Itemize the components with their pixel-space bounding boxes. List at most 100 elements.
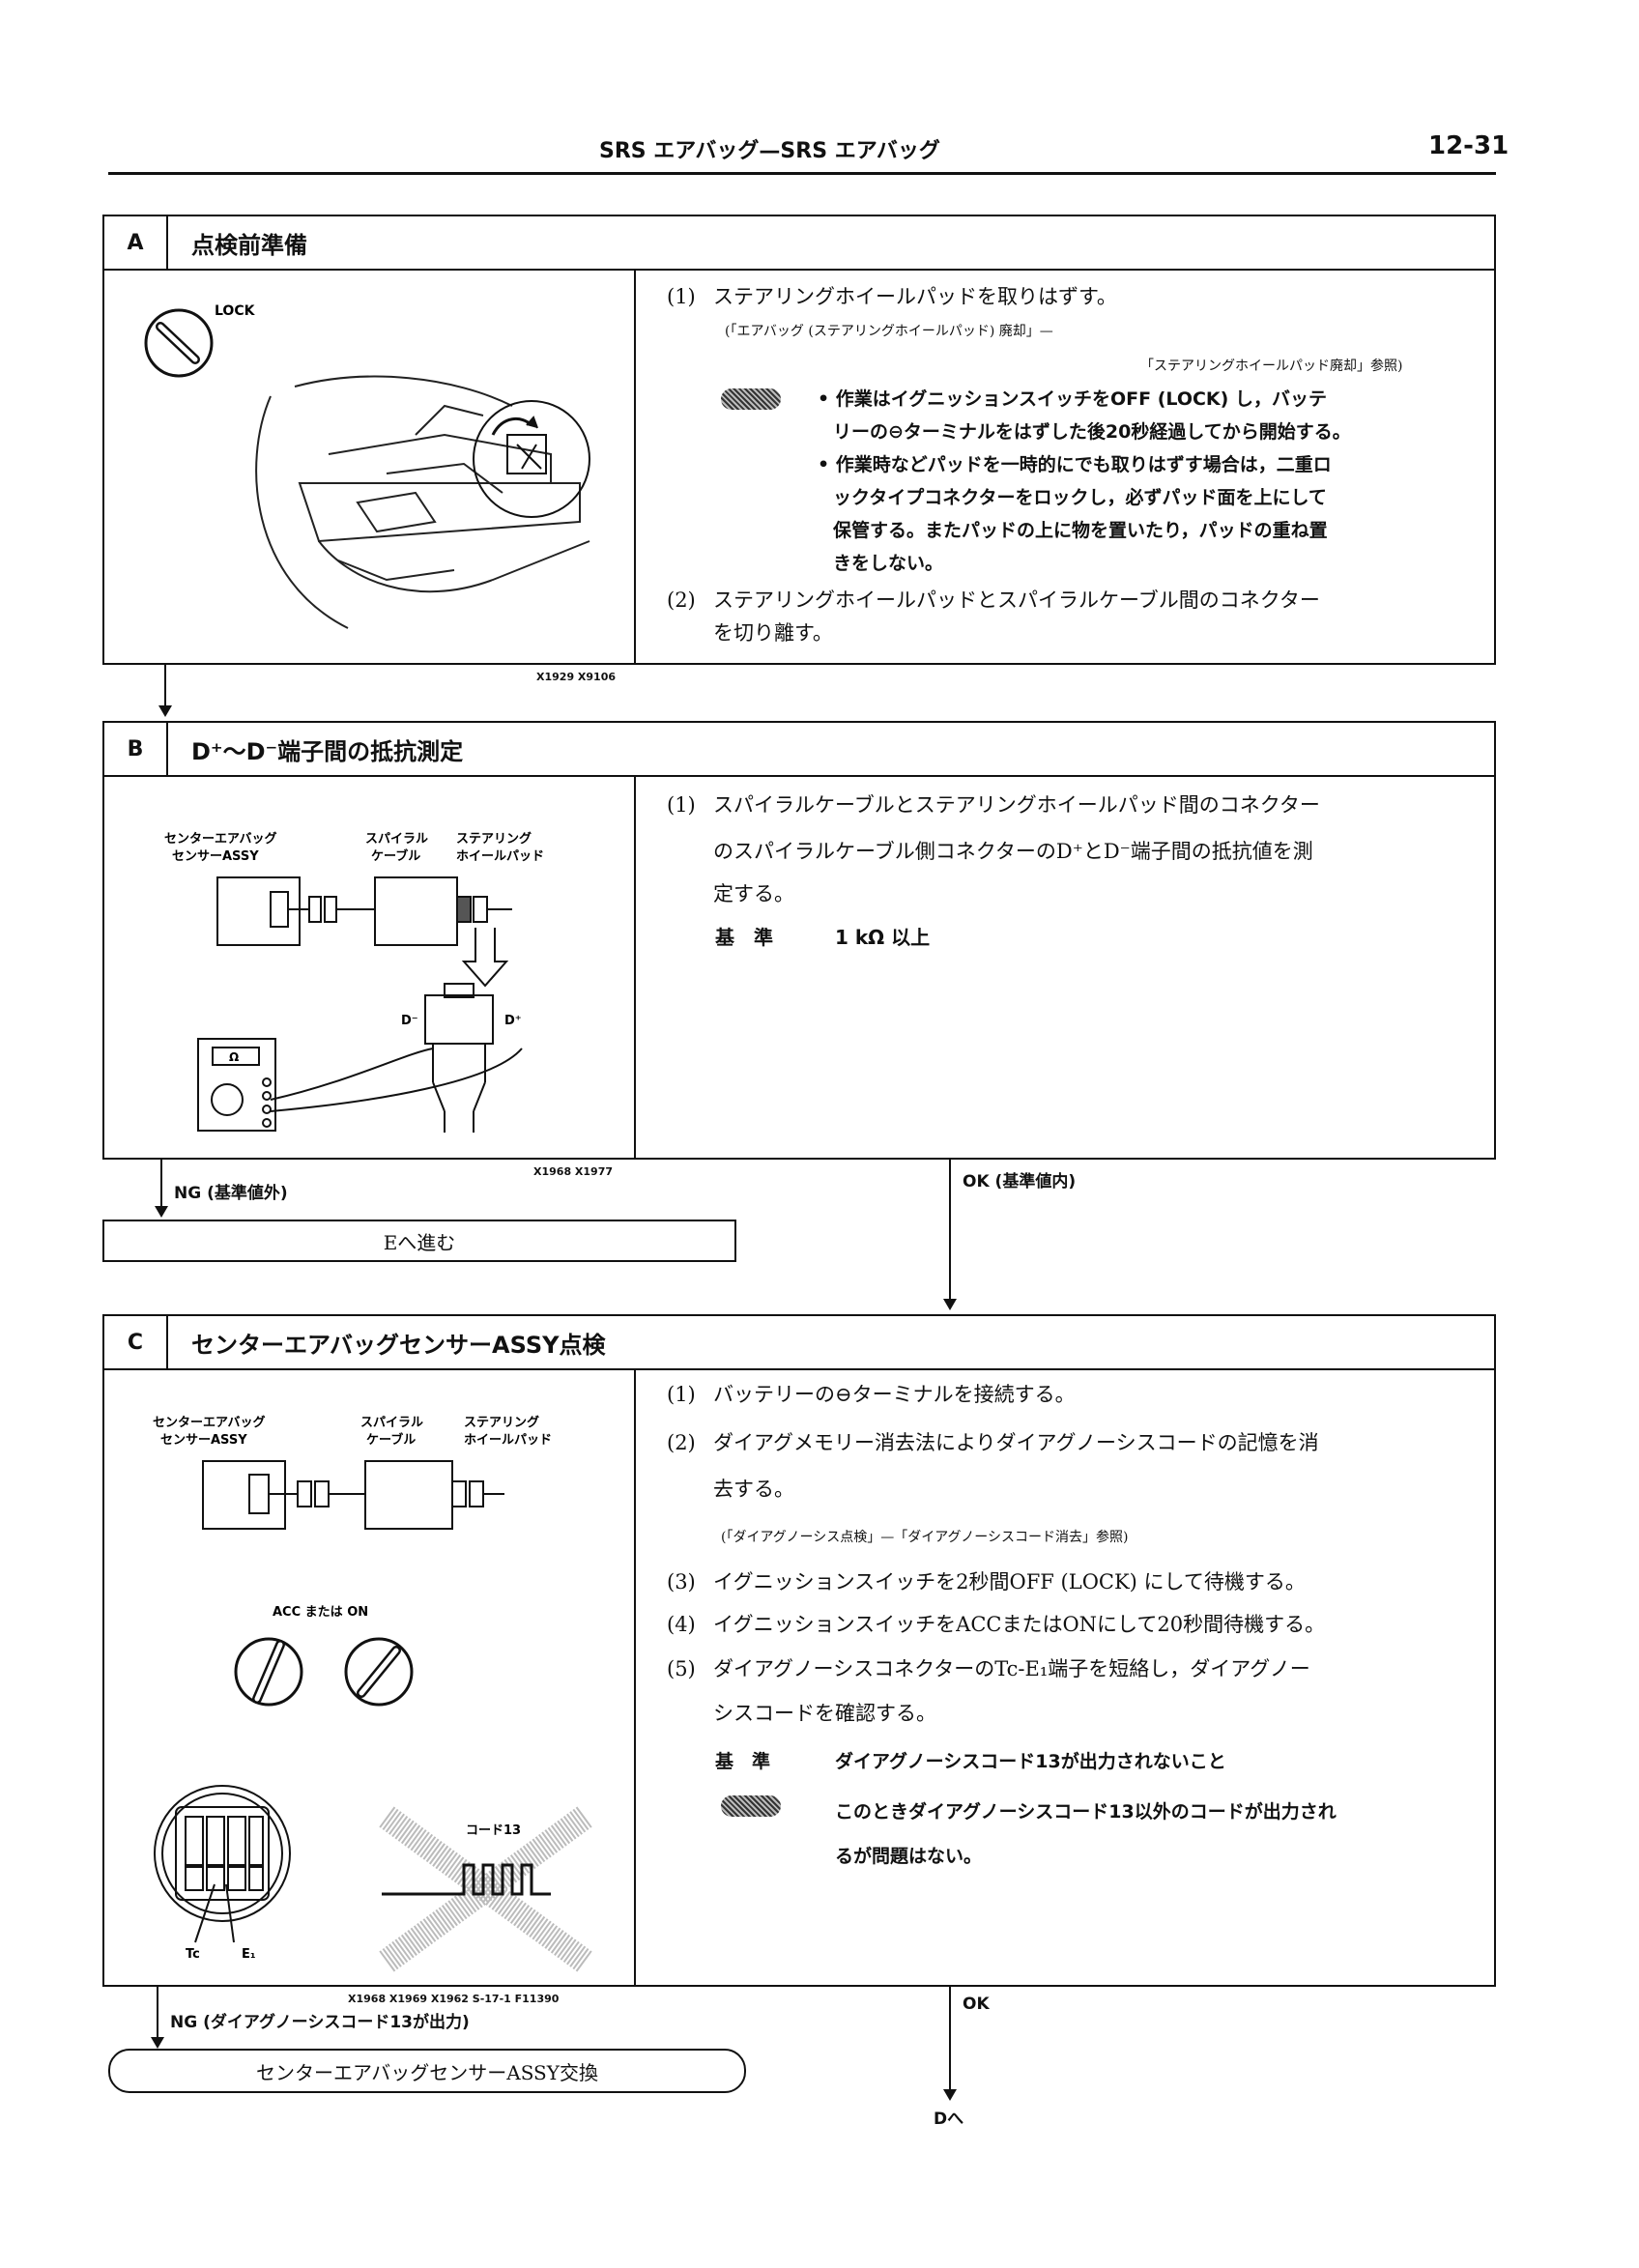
step-text: ステアリングホイールパッドとスパイラルケーブル間のコネクター — [713, 589, 1320, 612]
note-line: るが問題はない。 — [835, 1846, 983, 1867]
section-b-std-value: 1 kΩ 以上 — [835, 926, 931, 949]
section-a-step-2-cont: を切り離す。 — [713, 621, 833, 645]
step-text: イグニッションスイッチをACCまたはONにして20秒間待機する。 — [713, 1613, 1326, 1636]
section-a-ref-1: (「エアバッグ (ステアリングホイールパッド) 廃却」— — [725, 324, 1053, 339]
section-c-ng-result: センターエアバッグセンサーASSY交換 — [108, 2049, 746, 2093]
step-number: (1) — [667, 285, 696, 308]
section-a-figure-ref: X1929 X9106 — [536, 671, 617, 683]
flow-arrow-head-icon — [943, 2089, 957, 2101]
flow-arrow-head-icon — [158, 705, 172, 717]
flow-arrow-line — [164, 665, 166, 709]
section-c-title: センターエアバッグセンサーASSY点検 — [191, 1331, 606, 1359]
result-text: センターエアバッグセンサーASSY交換 — [256, 2060, 598, 2084]
step-number: (1) — [667, 1383, 696, 1406]
steering-wheel-drawing — [255, 375, 590, 629]
section-b-std-label: 基 準 — [715, 926, 773, 949]
section-b-figure: センターエアバッグ センサーASSY スパイラル ケーブル ステアリング ホイー… — [164, 831, 544, 1133]
section-c-figure-ref: X1968 X1969 X1962 S-17-1 F11390 — [348, 1993, 560, 2005]
code13-label: コード13 — [466, 1823, 521, 1838]
page-number: 12-31 — [1428, 131, 1510, 160]
note-line: このときダイアグノーシスコード13以外のコードが出力され — [835, 1801, 1337, 1823]
section-b-ng-result: Eへ進む — [102, 1220, 736, 1262]
step-number: (4) — [667, 1613, 696, 1636]
flow-arrow-head-icon — [155, 1206, 168, 1218]
harness-diagram — [202, 1460, 504, 1530]
ok-flow-line — [949, 1160, 951, 1303]
note-line: 保管する。またパッドの上に物を置いたり，パッドの重ね置 — [833, 520, 1328, 541]
ignition-on-key-icon — [344, 1637, 414, 1707]
section-c-divider — [634, 1368, 636, 1987]
note-line: リーの⊖ターミナルをはずした後20秒経過してから開始する。 — [833, 421, 1351, 443]
section-b-body — [102, 775, 1496, 1160]
section-b-step-1-cont-2: 定する。 — [713, 882, 794, 905]
section-a-header: A 点検前準備 — [102, 215, 1496, 271]
step-number: (2) — [667, 1431, 696, 1454]
label-spiral-cable-2: ケーブル — [366, 1432, 416, 1448]
section-b-step-1-cont: のスパイラルケーブル側コネクターのD⁺とD⁻端子間の抵抗値を測 — [713, 840, 1313, 863]
ohm-symbol: Ω — [229, 1050, 239, 1064]
step-number: (3) — [667, 1570, 696, 1593]
goto-d-label: Dへ — [934, 2110, 964, 2129]
label-steering-pad: ステアリング — [456, 831, 532, 847]
ok-flow-line — [949, 1987, 951, 2093]
label-steering-pad: ステアリング — [464, 1415, 539, 1430]
section-b-figure-ref: X1968 X1977 — [533, 1165, 614, 1178]
label-d-minus: D⁻ — [401, 1014, 418, 1028]
lock-label: LOCK — [215, 303, 256, 319]
label-center-sensor-2: センサーASSY — [172, 849, 259, 864]
step-text: ステアリングホイールパッドを取りはずす。 — [713, 285, 1117, 308]
section-c-note: このときダイアグノーシスコード13以外のコードが出力され るが問題はない。 — [835, 1790, 1337, 1879]
section-b-divider — [634, 775, 636, 1160]
section-c-figure: センターエアバッグ センサーASSY スパイラル ケーブル ステアリング ホイー… — [153, 1415, 592, 1972]
section-a-figure: LOCK — [144, 303, 590, 629]
section-b-title: D⁺～D⁻端子間の抵抗測定 — [191, 737, 464, 765]
step-number: (2) — [667, 589, 696, 612]
section-c-step-2-ref: (「ダイアグノーシス点検」—「ダイアグノーシスコード消去」参照) — [721, 1530, 1129, 1545]
step-number: (1) — [667, 793, 696, 817]
label-spiral-cable-2: ケーブル — [371, 848, 420, 864]
label-steering-pad-2: ホイールパッド — [456, 849, 544, 864]
step-text: スパイラルケーブルとステアリングホイールパッド間のコネクター — [713, 793, 1320, 817]
label-steering-pad-2: ホイールパッド — [464, 1433, 552, 1448]
section-a-ref-2: 「ステアリングホイールパッド廃却」参照) — [1140, 359, 1403, 374]
step-text: ダイアグノーシスコネクターのTc-E₁端子を短絡し，ダイアグノー — [713, 1657, 1310, 1680]
note-line: ックタイプコネクターをロックし，必ずパッド面を上にして — [833, 487, 1327, 508]
step-text: ダイアグメモリー消去法によりダイアグノーシスコードの記憶を消 — [713, 1431, 1319, 1454]
ignition-acc-key-icon — [234, 1637, 303, 1707]
result-text: Eへ進む — [383, 1230, 456, 1254]
caution-badge-icon — [721, 388, 781, 410]
section-b-header: B D⁺～D⁻端子間の抵抗測定 — [102, 721, 1496, 777]
connector-detail-icon — [473, 400, 590, 518]
caution-badge-icon — [721, 1795, 781, 1817]
label-d-plus: D⁺ — [504, 1014, 522, 1028]
page-header-title: SRS エアバッグ—SRS エアバッグ — [599, 139, 940, 163]
section-c-std-value: ダイアグノーシスコード13が出力されないこと — [835, 1751, 1226, 1772]
label-center-sensor: センターエアバッグ — [153, 1415, 265, 1430]
section-b-ok-label: OK (基準値内) — [963, 1172, 1077, 1191]
section-c-ok-label: OK — [963, 1995, 990, 2014]
section-a-title: 点検前準備 — [191, 231, 307, 259]
label-spiral-cable: スパイラル — [360, 1416, 423, 1430]
harness-diagram — [216, 876, 512, 988]
lock-key-icon — [144, 308, 214, 378]
code13-crossed-icon — [379, 1806, 592, 1972]
note-line: • 作業はイグニッションスイッチをOFF (LOCK) し，バッテ — [818, 388, 1327, 410]
diagnosis-connector-icon — [154, 1785, 291, 1943]
section-c-header: C センターエアバッグセンサーASSY点検 — [102, 1314, 1496, 1370]
step-number: (5) — [667, 1657, 696, 1680]
section-a-divider — [634, 269, 636, 665]
ng-flow-line — [157, 1987, 158, 2041]
flow-arrow-head-icon — [943, 1299, 957, 1310]
label-tc: Tc — [186, 1947, 200, 1962]
section-b-ng-label: NG (基準値外) — [174, 1184, 288, 1203]
section-c-letter: C — [104, 1316, 168, 1368]
note-line: • 作業時などパッドを一時的にでも取りはずす場合は，二重ロ — [818, 454, 1332, 475]
section-a-body — [102, 269, 1496, 665]
label-center-sensor: センターエアバッグ — [164, 831, 276, 847]
header-rule — [108, 172, 1496, 175]
section-c-body — [102, 1368, 1496, 1987]
flow-arrow-head-icon — [151, 2037, 164, 2049]
section-c-step-5-cont: シスコードを確認する。 — [713, 1702, 936, 1725]
label-spiral-cable: スパイラル — [365, 832, 428, 847]
section-b-letter: B — [104, 723, 168, 775]
